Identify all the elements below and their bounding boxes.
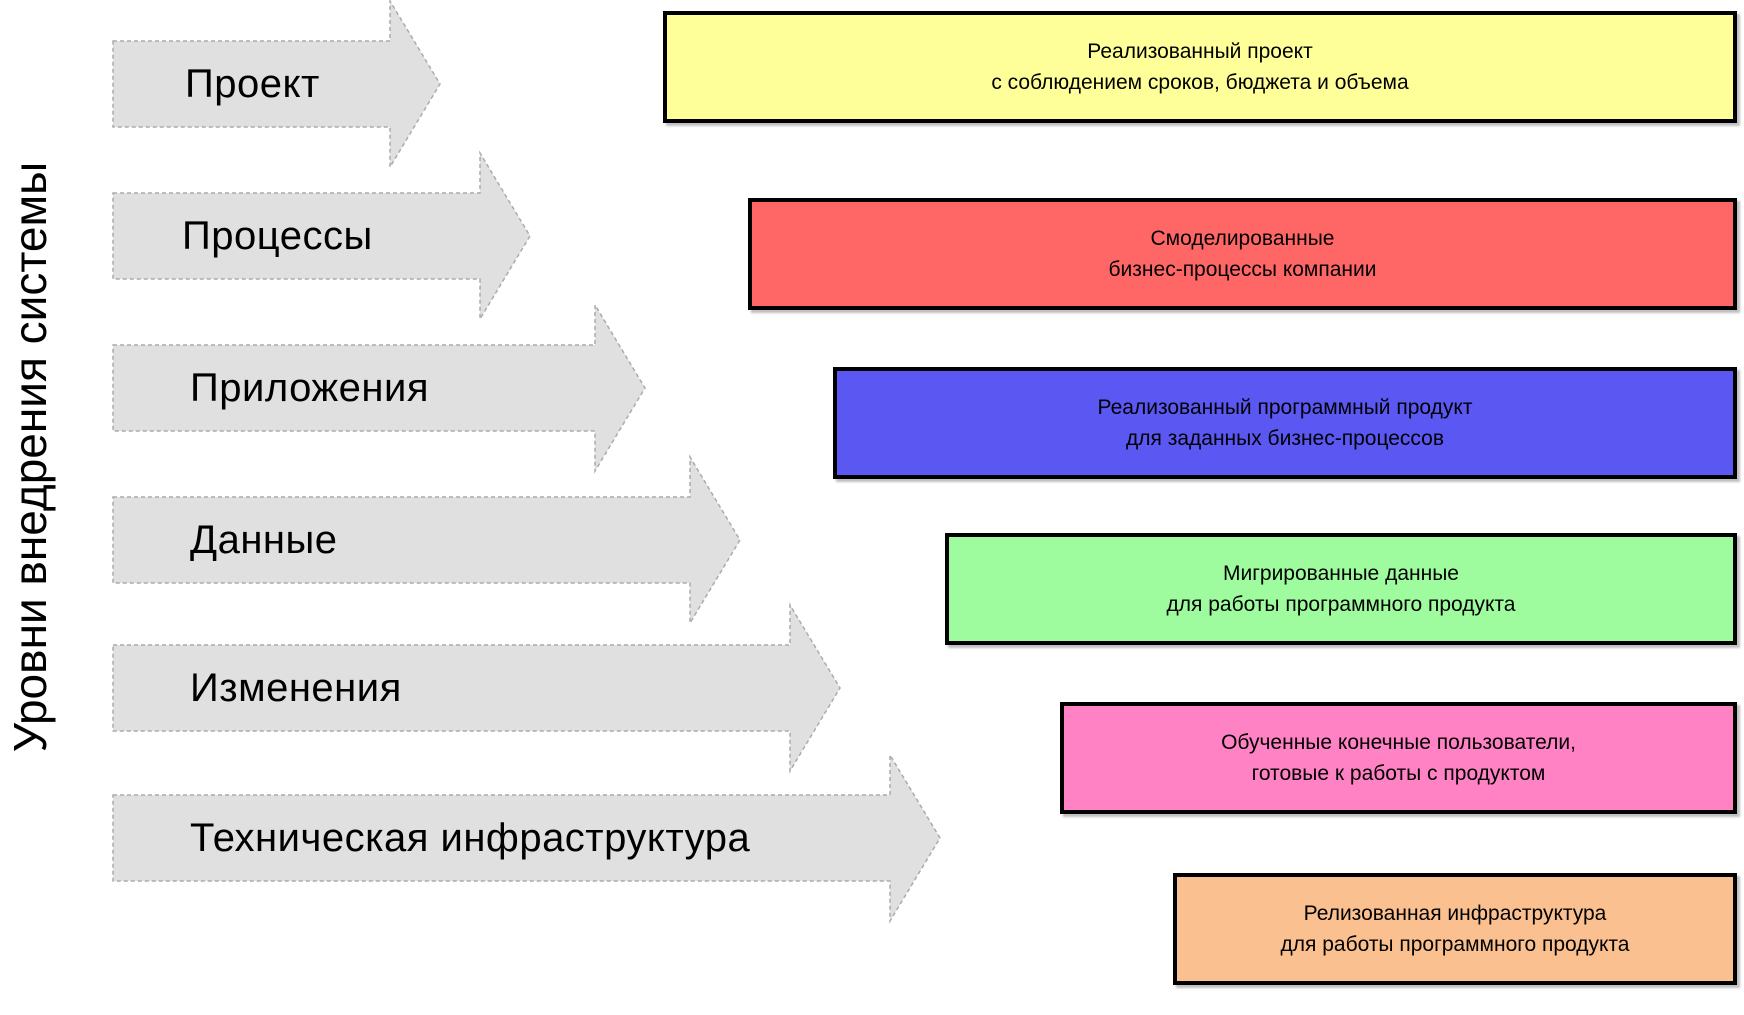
result-box-project-line2: с соблюдением сроков, бюджета и объема [991,71,1409,94]
level-arrow-processes [112,150,531,322]
result-box-changes-line1: Обученные конечные пользователи, [1221,731,1576,754]
level-arrow-data [112,454,741,626]
level-arrow-project [112,0,441,170]
result-box-infrastructure-line2: для работы программного продукта [1280,933,1630,956]
result-box-data-line1: Мигрированные данные [1223,562,1459,585]
result-box-changes: Обученные конечные пользователи, готовые… [1060,702,1737,814]
result-box-infrastructure-line1: Релизованная инфраструктура [1303,902,1607,925]
axis-label-vertical: Уровни внедрения системы [4,161,56,753]
result-box-project: Реализованный проект с соблюдением сроко… [663,11,1737,123]
arrow-label-infrastructure: Техническая инфраструктура [190,815,751,860]
arrow-label-data: Данные [190,517,338,562]
result-box-processes-line2: бизнес-процессы компании [1108,258,1377,281]
result-box-infrastructure: Релизованная инфраструктура для работы п… [1173,873,1737,985]
arrow-label-processes: Процессы [182,213,373,258]
result-box-applications-line1: Реализованный программный продукт [1097,396,1473,419]
arrow-label-project: Проект [185,61,320,106]
result-box-processes: Смоделированные бизнес-процессы компании [748,198,1737,310]
result-box-applications-line2: для заданных бизнес-процессов [1125,427,1444,450]
arrow-label-changes: Изменения [190,665,402,710]
result-box-changes-line2: готовые к работы с продуктом [1251,762,1546,785]
level-arrow-changes [112,602,841,774]
result-box-processes-line1: Смоделированные [1150,227,1335,250]
level-arrow-infrastructure [112,752,941,924]
level-arrow-applications [112,302,646,474]
result-box-applications: Реализованный программный продукт для за… [833,367,1737,479]
arrow-label-applications: Приложения [190,365,430,410]
result-box-data: Мигрированные данные для работы программ… [945,533,1737,645]
result-box-project-line1: Реализованный проект [1087,40,1313,63]
result-box-data-line2: для работы программного продукта [1166,593,1516,616]
